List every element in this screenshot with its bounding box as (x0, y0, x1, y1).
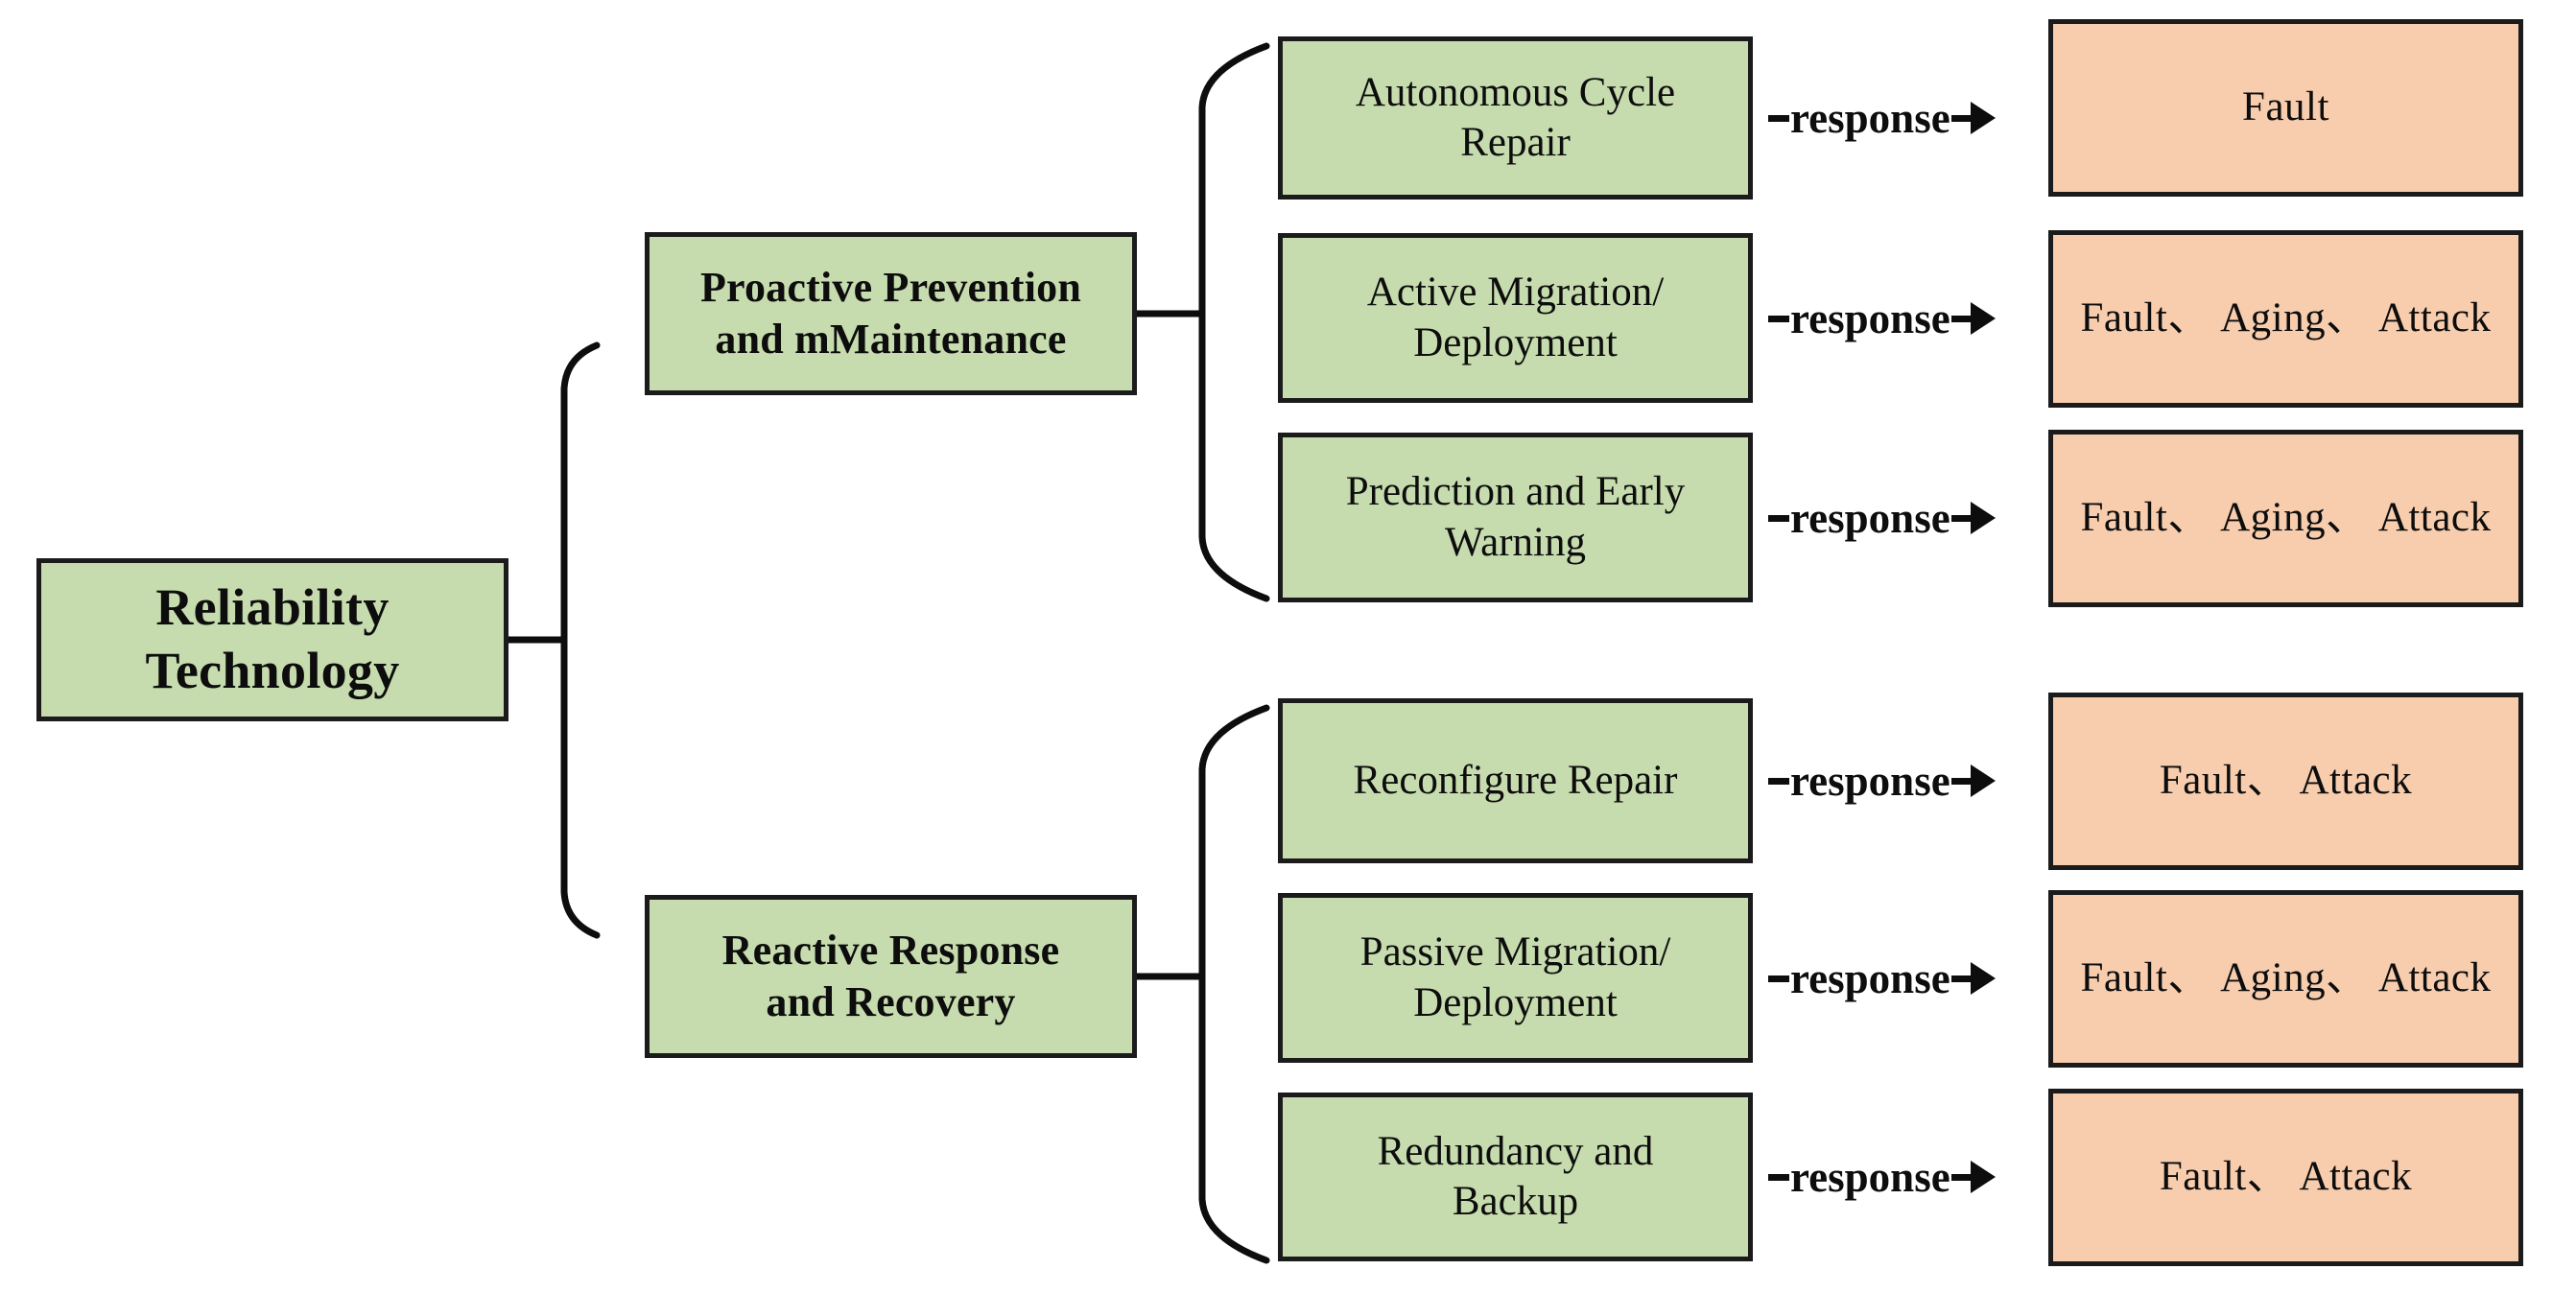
response-arrow-1: response (1768, 89, 1996, 147)
reactive-bracket-upper (1198, 704, 1270, 980)
leaf-node-autonomous-cycle-repair[interactable]: Autonomous Cycle Repair (1278, 36, 1753, 200)
response-label-1: response (1790, 93, 1950, 142)
proactive-bracket-upper (1198, 42, 1270, 317)
arrowhead-icon (1970, 764, 1996, 797)
outcome-node-1-label: Fault (2242, 84, 2329, 130)
outcome-node-4[interactable]: Fault、 Attack (2048, 693, 2523, 870)
outcome-node-2-label: Fault、 Aging、 Attack (2080, 295, 2492, 341)
root-bracket (505, 341, 601, 939)
response-label-6: response (1790, 1152, 1950, 1201)
leaf-node-redundancy-backup[interactable]: Redundancy and Backup (1278, 1093, 1753, 1261)
response-line-right-icon (1950, 1173, 1971, 1181)
outcome-node-4-label: Fault、 Attack (2159, 758, 2413, 804)
leaf-node-active-migration-deployment-label: Active Migration/ Deployment (1366, 270, 1665, 365)
response-line-right-icon (1950, 315, 1971, 322)
leaf-node-prediction-early-warning[interactable]: Prediction and Early Warning (1278, 433, 1753, 602)
response-arrow-5: response (1768, 950, 1996, 1007)
leaf-node-passive-migration-deployment-label: Passive Migration/ Deployment (1359, 929, 1671, 1025)
response-line-left-icon (1768, 975, 1789, 982)
leaf-node-reconfigure-repair-label: Reconfigure Repair (1353, 757, 1678, 803)
proactive-bracket (1133, 42, 1270, 602)
response-line-left-icon (1768, 315, 1789, 322)
response-line-left-icon (1768, 1173, 1789, 1181)
leaf-node-active-migration-deployment[interactable]: Active Migration/ Deployment (1278, 233, 1753, 403)
response-arrow-3: response (1768, 489, 1996, 547)
response-line-left-icon (1768, 514, 1789, 522)
response-line-right-icon (1950, 114, 1971, 122)
leaf-node-prediction-early-warning-label: Prediction and Early Warning (1345, 469, 1686, 565)
root-node-label: Reliability Technology (145, 578, 400, 699)
arrowhead-icon (1970, 102, 1996, 134)
outcome-node-3[interactable]: Fault、 Aging、 Attack (2048, 430, 2523, 607)
branch-node-proactive-label: Proactive Prevention and mMaintenance (699, 264, 1082, 363)
leaf-node-autonomous-cycle-repair-label: Autonomous Cycle Repair (1355, 69, 1676, 165)
arrowhead-icon (1970, 502, 1996, 534)
arrowhead-icon (1970, 1161, 1996, 1193)
leaf-node-redundancy-backup-label: Redundancy and Backup (1377, 1128, 1654, 1224)
outcome-node-2[interactable]: Fault、 Aging、 Attack (2048, 230, 2523, 408)
leaf-node-passive-migration-deployment[interactable]: Passive Migration/ Deployment (1278, 893, 1753, 1063)
leaf-node-reconfigure-repair[interactable]: Reconfigure Repair (1278, 698, 1753, 863)
response-arrow-6: response (1768, 1148, 1996, 1206)
response-label-3: response (1790, 493, 1950, 542)
outcome-node-1[interactable]: Fault (2048, 19, 2523, 197)
response-label-4: response (1790, 756, 1950, 805)
outcome-node-5-label: Fault、 Aging、 Attack (2080, 955, 2492, 1001)
outcome-node-6-label: Fault、 Attack (2159, 1154, 2413, 1200)
response-label-2: response (1790, 294, 1950, 342)
root-bracket-upper (560, 341, 601, 644)
root-bracket-lower (560, 636, 601, 939)
branch-node-reactive[interactable]: Reactive Response and Recovery (645, 895, 1137, 1058)
branch-node-proactive[interactable]: Proactive Prevention and mMaintenance (645, 232, 1137, 395)
response-line-right-icon (1950, 777, 1971, 785)
response-line-right-icon (1950, 514, 1971, 522)
outcome-node-3-label: Fault、 Aging、 Attack (2080, 495, 2492, 541)
outcome-node-6[interactable]: Fault、 Attack (2048, 1089, 2523, 1266)
arrowhead-icon (1970, 962, 1996, 995)
outcome-node-5[interactable]: Fault、 Aging、 Attack (2048, 890, 2523, 1068)
reactive-bracket-lower (1198, 973, 1270, 1264)
proactive-bracket-lower (1198, 310, 1270, 602)
response-line-left-icon (1768, 114, 1789, 122)
response-line-right-icon (1950, 975, 1971, 982)
reactive-bracket (1133, 704, 1270, 1264)
arrowhead-icon (1970, 302, 1996, 335)
response-line-left-icon (1768, 777, 1789, 785)
response-label-5: response (1790, 953, 1950, 1002)
response-arrow-4: response (1768, 752, 1996, 810)
root-node[interactable]: Reliability Technology (36, 558, 508, 721)
branch-node-reactive-label: Reactive Response and Recovery (721, 927, 1060, 1025)
response-arrow-2: response (1768, 290, 1996, 347)
